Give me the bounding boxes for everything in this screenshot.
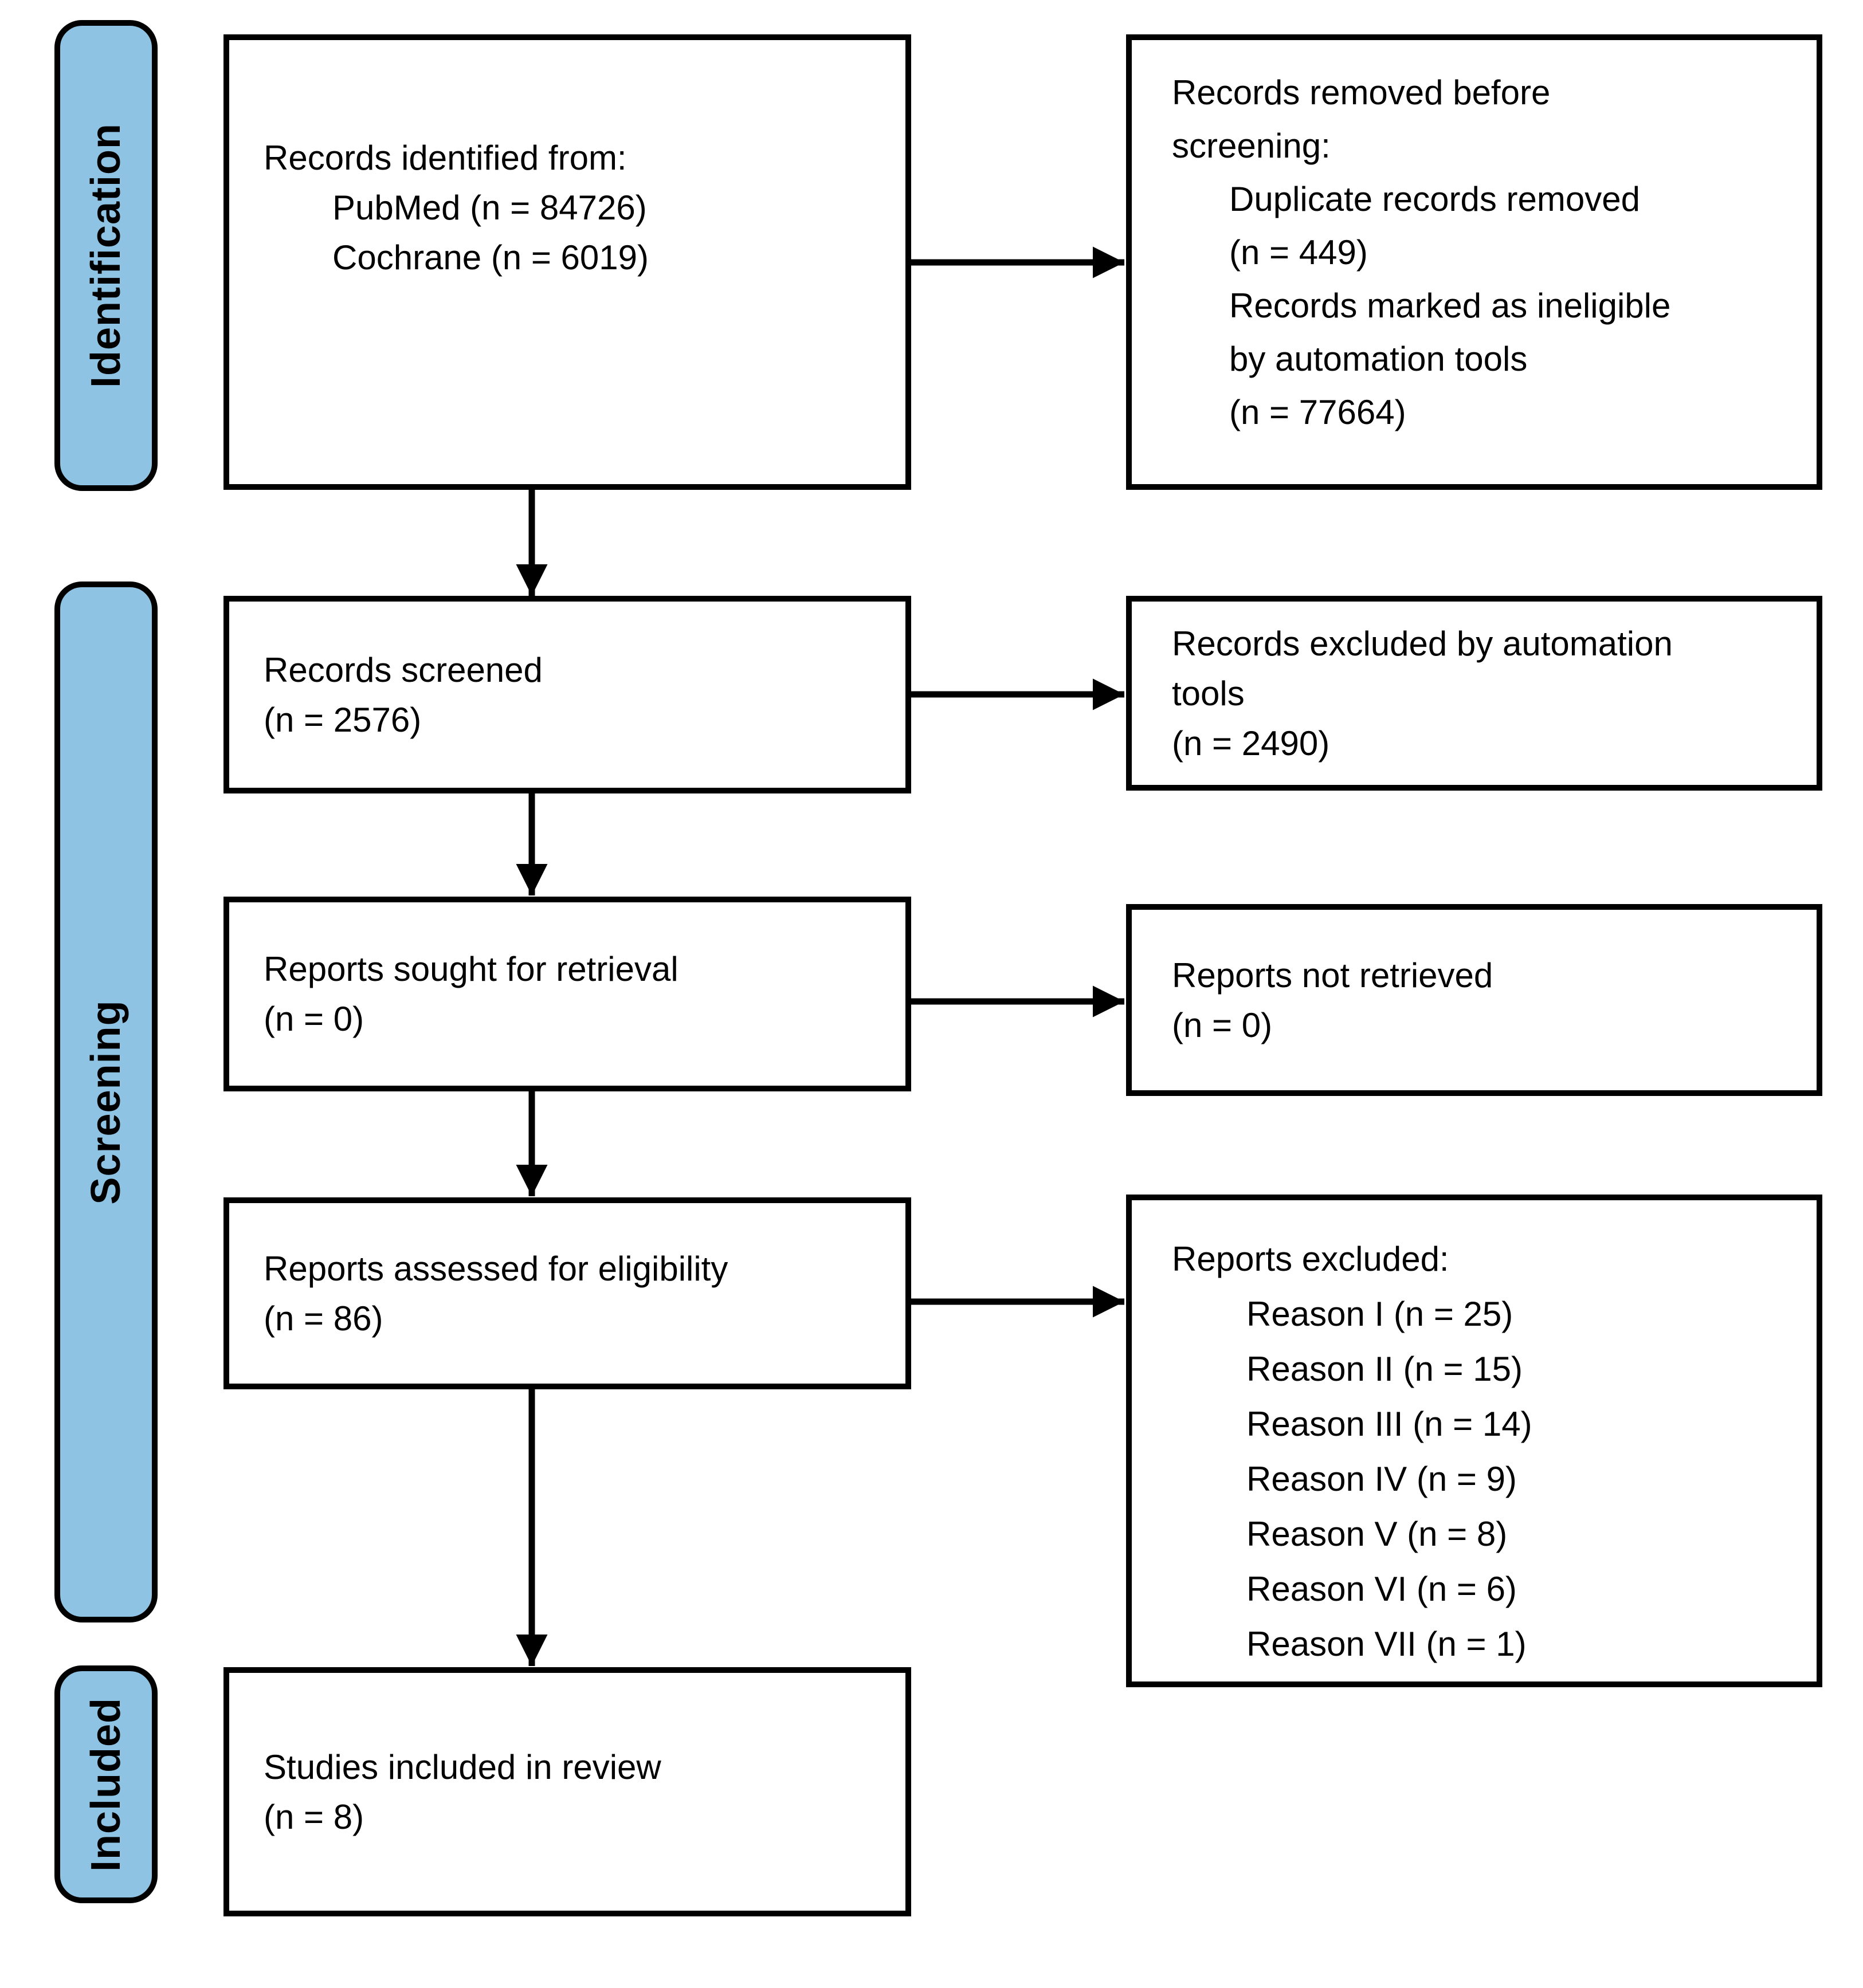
box-records-excluded-automation: Records excluded by automation tools (n … (1126, 596, 1822, 791)
stage-band-included: Included (54, 1665, 158, 1903)
box-reports-sought: Reports sought for retrieval (n = 0) (223, 897, 911, 1091)
records-identified-source-pubmed: PubMed (n = 84726) (332, 188, 647, 227)
reports-excluded-heading: Reports excluded: (1172, 1240, 1449, 1278)
reports-excluded-reason-5: Reason V (n = 8) (1246, 1515, 1508, 1553)
records-screened-text: Records screened (n = 2576) (264, 650, 543, 739)
box-records-screened: Records screened (n = 2576) (223, 596, 911, 793)
reports-excluded-reason-3: Reason III (n = 14) (1246, 1405, 1532, 1443)
box-records-identified: Records identified from: PubMed (n = 847… (223, 34, 911, 490)
stage-label-screening: Screening (83, 999, 129, 1205)
records-identified-heading: Records identified from: (264, 139, 627, 177)
box-reports-assessed: Reports assessed for eligibility (n = 86… (223, 1197, 911, 1389)
records-removed-heading: Records removed before screening: (1172, 73, 1551, 165)
records-removed-automation: Records marked as ineligible by automati… (1229, 286, 1671, 431)
reports-assessed-text: Reports assessed for eligibility (n = 86… (264, 1249, 728, 1338)
stage-band-screening: Screening (54, 582, 158, 1622)
reports-excluded-reason-7: Reason VII (n = 1) (1246, 1625, 1527, 1663)
stage-label-included: Included (83, 1697, 129, 1872)
records-excluded-automation-text: Records excluded by automation tools (n … (1172, 624, 1673, 763)
studies-included-text: Studies included in review (n = 8) (264, 1747, 661, 1836)
box-studies-included: Studies included in review (n = 8) (223, 1667, 911, 1916)
box-reports-excluded: Reports excluded: Reason I (n = 25) Reas… (1126, 1195, 1822, 1687)
reports-excluded-reason-4: Reason IV (n = 9) (1246, 1460, 1517, 1498)
stage-label-identification: Identification (83, 123, 129, 388)
reports-sought-text: Reports sought for retrieval (n = 0) (264, 950, 678, 1038)
records-removed-duplicates: Duplicate records removed (n = 449) (1229, 180, 1640, 272)
reports-excluded-reason-2: Reason II (n = 15) (1246, 1350, 1523, 1388)
records-identified-source-cochrane: Cochrane (n = 6019) (332, 238, 649, 277)
box-reports-not-retrieved: Reports not retrieved (n = 0) (1126, 904, 1822, 1096)
stage-band-identification: Identification (54, 20, 158, 491)
box-records-removed: Records removed before screening: Duplic… (1126, 34, 1822, 490)
reports-not-retrieved-text: Reports not retrieved (n = 0) (1172, 956, 1493, 1044)
reports-excluded-reason-6: Reason VI (n = 6) (1246, 1570, 1517, 1608)
reports-excluded-reason-1: Reason I (n = 25) (1246, 1295, 1513, 1333)
